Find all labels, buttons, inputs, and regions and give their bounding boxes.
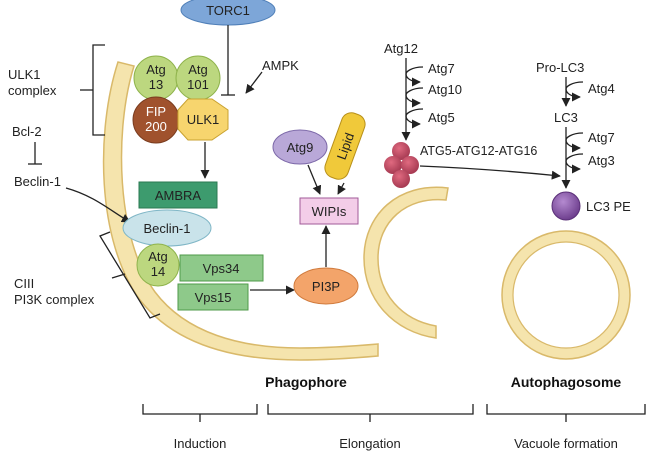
- atg-complex-sphere-4: [392, 170, 410, 188]
- phagophore-label: Phagophore: [265, 374, 347, 390]
- atg10-label: Atg10: [428, 82, 462, 97]
- atg101-label-line2: 101: [187, 77, 209, 92]
- torc1-label: TORC1: [206, 3, 250, 18]
- atg5-label: Atg5: [428, 110, 455, 125]
- atg10-curve: [405, 87, 424, 108]
- atg14-node: [136, 243, 180, 287]
- beclin1-node-label: Beclin-1: [144, 221, 191, 236]
- ulk1-complex-label-line1: ULK1: [8, 67, 41, 82]
- lc3-label: LC3: [554, 110, 578, 125]
- ambra-label: AMBRA: [155, 188, 202, 203]
- ciii-label-line1: CIII: [14, 276, 34, 291]
- atg-complex-label: ATG5-ATG12-ATG16: [420, 144, 537, 158]
- beclin1-label: Beclin-1: [14, 174, 61, 189]
- bcl2-label: Bcl-2: [12, 124, 42, 139]
- atg14-label-line1: Atg: [148, 249, 168, 264]
- fip200-label-line2: 200: [145, 119, 167, 134]
- atg3-label: Atg3: [588, 153, 615, 168]
- ampk-arrow: [245, 71, 263, 94]
- elongation-bracket: [267, 404, 474, 422]
- lc3pe-node: [551, 191, 581, 221]
- atg9-node: [272, 129, 328, 165]
- atg7-curve-a: [405, 66, 424, 87]
- lipid-node: [324, 112, 366, 180]
- lc3pe-label: LC3 PE: [586, 199, 631, 214]
- pi3p-label: PI3P: [312, 279, 340, 294]
- wipis-node: [299, 197, 359, 225]
- stage-induction-label: Induction: [174, 436, 227, 451]
- ciii-label-line2: PI3K complex: [14, 292, 95, 307]
- autophagosome-inner: [512, 241, 620, 349]
- beclin1-to-node-arrow: [65, 187, 131, 223]
- atg9-label: Atg9: [287, 140, 314, 155]
- ciii-complex-bracket-tick: [111, 273, 126, 279]
- atg14-label-line2: 14: [151, 264, 165, 279]
- ambra-node: [138, 181, 218, 209]
- atg-complex-sphere-1: [392, 142, 410, 160]
- fip200-label-line1: FIP: [146, 104, 166, 119]
- atg3-curve: [565, 153, 584, 174]
- autophagosome-label: Autophagosome: [511, 374, 622, 390]
- stage-vacuole-label: Vacuole formation: [514, 436, 618, 451]
- lipid-to-wipis-arrow: [337, 182, 346, 195]
- vps15-label: Vps15: [195, 290, 232, 305]
- ulk1-label: ULK1: [187, 112, 220, 127]
- atg13-label-line2: 13: [149, 77, 163, 92]
- ulk1-node: [177, 98, 229, 141]
- atg5-curve: [405, 108, 424, 129]
- ciii-complex-bracket: [99, 231, 161, 319]
- vps34-node: [179, 254, 264, 282]
- atg4-label: Atg4: [588, 81, 615, 96]
- elongating-phagophore: [363, 186, 449, 339]
- wipis-label: WIPIs: [312, 204, 347, 219]
- atg-complex-sphere-3: [401, 156, 419, 174]
- pro-lc3-label: Pro-LC3: [536, 60, 584, 75]
- atg9-to-wipis-arrow: [307, 164, 322, 195]
- ulk1-complex-label-line2: complex: [8, 83, 57, 98]
- pi3p-node: [293, 267, 359, 305]
- ulk1-complex-bracket: [92, 44, 105, 136]
- atg7-label-b: Atg7: [588, 130, 615, 145]
- stage-elongation-label: Elongation: [339, 436, 400, 451]
- vps15-node: [177, 283, 249, 311]
- lipid-group: Lipid: [324, 112, 366, 180]
- atg13-label-line1: Atg: [146, 62, 166, 77]
- vacuole-bracket: [486, 404, 646, 422]
- ampk-label: AMPK: [262, 58, 299, 73]
- atg12-label: Atg12: [384, 41, 418, 56]
- complex-to-lc3pe-arrow: [419, 165, 561, 180]
- vps34-label: Vps34: [203, 261, 240, 276]
- atg7-curve-b: [565, 132, 584, 153]
- atg-complex-sphere-2: [384, 156, 402, 174]
- atg101-label-line1: Atg: [188, 62, 208, 77]
- atg7-label-a: Atg7: [428, 61, 455, 76]
- induction-bracket: [142, 404, 258, 422]
- atg4-curve: [565, 81, 584, 102]
